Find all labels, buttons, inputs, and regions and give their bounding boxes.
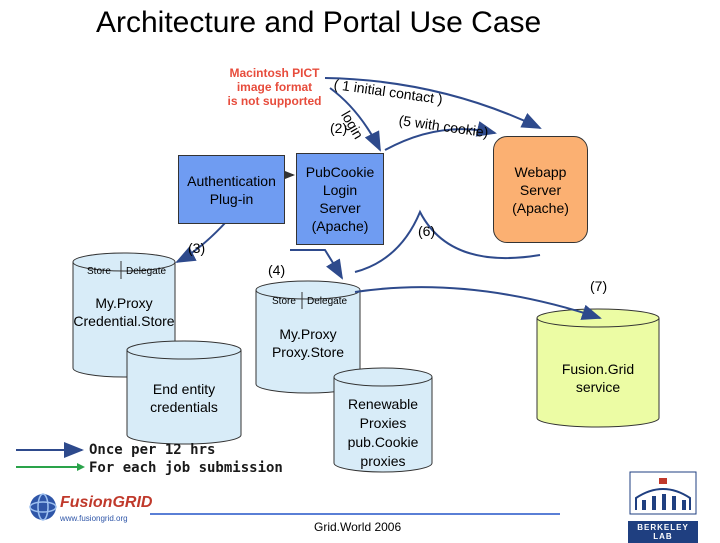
authentication-plugin-box: Authentication Plug-in xyxy=(178,155,285,224)
step-2-label: (2) xyxy=(330,120,348,136)
renewable-proxies-cylinder xyxy=(333,367,433,473)
fusiongrid-logo: FusionGRID www.fusiongrid.org xyxy=(28,488,168,530)
pict-notice-line: is not supported xyxy=(227,94,322,108)
globe-icon xyxy=(29,493,57,521)
credential-store-delegate-label: Delegate xyxy=(126,266,167,277)
service-arrow-7 xyxy=(354,286,602,320)
legend-green-label: For each job submission xyxy=(89,460,283,476)
step-6-label: (6) xyxy=(418,223,436,239)
store-arrow-4 xyxy=(290,249,344,280)
pict-unsupported-notice: Macintosh PICT image format is not suppo… xyxy=(222,66,327,108)
pict-notice-line: image format xyxy=(236,80,313,94)
fusiongrid-logo-text: FusionGRID xyxy=(60,494,153,511)
credential-store-store-label: Store xyxy=(87,266,111,277)
store-arrow-3 xyxy=(175,221,227,263)
proxy-store-delegate-label: Delegate xyxy=(307,296,348,307)
footer-text: Grid.World 2006 xyxy=(314,520,402,534)
lab-building-icon xyxy=(629,471,697,515)
step-7-label: (7) xyxy=(590,278,608,294)
webapp-arrow-6 xyxy=(354,209,541,273)
end-entity-credentials-label: End entity credentials xyxy=(150,381,218,415)
page-title: Architecture and Portal Use Case xyxy=(96,6,542,39)
proxy-store-store-label: Store xyxy=(272,296,296,307)
berkeley-lab-logo: BERKELEY LAB xyxy=(628,470,698,543)
step-3-label: (3) xyxy=(188,240,206,256)
credential-store-name: My.Proxy Credential.Store xyxy=(73,295,175,329)
fusiongrid-logo-url: www.fusiongrid.org xyxy=(60,514,128,523)
end-entity-cylinder xyxy=(126,340,242,445)
pict-notice-line: Macintosh PICT xyxy=(229,66,320,80)
pubcookie-server-box: PubCookie Login Server (Apache) xyxy=(296,153,384,245)
fusiongrid-service-label: Fusion.Grid service xyxy=(561,361,635,395)
legend-blue-label: Once per 12 hrs xyxy=(89,442,216,458)
initial-contact-arrow xyxy=(324,77,542,129)
webapp-server-box: Webapp Server (Apache) xyxy=(493,136,588,243)
berkeley-lab-text: BERKELEY LAB xyxy=(628,521,698,543)
cookie-return-arrow xyxy=(384,121,497,151)
renewable-proxies-label: Renewable Proxies pub.Cookie proxies xyxy=(347,396,419,469)
proxy-store-name: My.Proxy Proxy.Store xyxy=(271,326,345,360)
step-4-label: (4) xyxy=(268,262,286,278)
login-arrow xyxy=(329,87,381,152)
